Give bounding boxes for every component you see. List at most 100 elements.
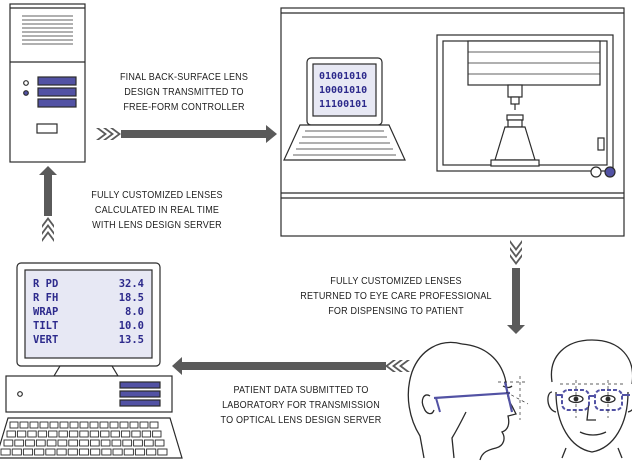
caption-calculate: FULLY CUSTOMIZED LENSES CALCULATED IN RE… [75,188,238,233]
keyboard-key [119,421,129,429]
keyboard-key [3,439,14,447]
keyboard-key [57,439,68,447]
keyboard-key [110,430,120,438]
keyboard-key [99,421,109,429]
caption-submitted-line-3: TO OPTICAL LENS DESIGN SERVER [220,414,382,426]
keyboard-key [90,448,101,456]
keyboard-key [0,448,11,456]
keyboard-key [100,439,111,447]
keyboard-key [68,439,79,447]
keyboard-key [11,448,22,456]
keyboard-key [139,421,149,429]
keyboard-key [37,430,48,438]
keyboard-key [120,430,131,438]
keyboard-key [111,439,122,447]
caption-transmit-line-3: FREE-FORM CONTROLLER [123,101,245,113]
keyboard-key [89,430,100,438]
keyboard-key [49,421,59,429]
keyboard-key [34,448,45,456]
keyboard-key [101,448,112,456]
keyboard-key [154,439,165,447]
keyboard-key [152,430,162,438]
keyboard-key [67,448,78,456]
keyboard-key [68,430,79,438]
keyboard-key [100,430,110,438]
binary-line-1: 01001010 [319,71,367,82]
keyboard-key [58,430,68,438]
measurement-value: 32.4 [119,278,144,290]
desktop-computer-icon [0,262,183,459]
keyboard-key [48,430,58,438]
keyboard-key [141,430,152,438]
keyboard-key [79,439,89,447]
keyboard-key [9,421,19,429]
keyboard-key [45,448,56,456]
keyboard-key [69,421,79,429]
keyboard-key [149,421,159,429]
keyboard-key [143,439,154,447]
keyboard-key [79,421,89,429]
patient-front-icon [547,339,632,459]
keyboard-key [78,448,90,456]
caption-submitted-line-1: PATIENT DATA SUBMITTED TO [233,384,369,396]
keyboard-key [123,448,134,456]
caption-calculate-line-3: WITH LENS DESIGN SERVER [92,219,222,231]
keyboard-key [109,421,119,429]
caption-submitted-line-2: LABORATORY FOR TRANSMISSION [222,399,380,411]
server-tower-icon [9,3,86,163]
measurement-value: 13.5 [119,334,144,346]
caption-calculate-line-1: FULLY CUSTOMIZED LENSES [91,189,223,201]
keyboard-key [133,439,143,447]
caption-transmit-line-1: FINAL BACK-SURFACE LENS [119,71,249,83]
keyboard-key [89,439,100,447]
binary-line-2: 10001010 [319,85,367,96]
keyboard-key [56,448,67,456]
keyboard-key [122,439,133,447]
keyboard-key [19,421,29,429]
keyboard-key [129,421,139,429]
keyboard-key [112,448,123,456]
arrow-to-laboratory [172,357,410,375]
measurement-value: 18.5 [119,292,144,304]
arrow-to-patient [507,240,525,334]
measurement-value: 8.0 [125,306,144,318]
keyboard-key [22,448,34,456]
caption-transmit-design: FINAL BACK-SURFACE LENS DESIGN TRANSMITT… [105,70,263,115]
binary-line-3: 11100101 [319,99,367,110]
caption-submitted: PATIENT DATA SUBMITTED TO LABORATORY FOR… [211,383,392,428]
keyboard-key [131,430,141,438]
laptop-icon [283,57,406,161]
keyboard-key [25,439,35,447]
keyboard-key [46,439,57,447]
arrow-to-server [39,166,57,242]
keyboard-key [89,421,99,429]
binary-readout: 01001010 10001010 11100101 [319,71,367,110]
keyboard-key [16,430,27,438]
keyboard-key [146,448,157,456]
keyboard-key [14,439,25,447]
measurement-label: WRAP [33,306,58,318]
measurement-label: R PD [33,278,58,290]
caption-transmit-line-2: DESIGN TRANSMITTED TO [124,86,244,98]
arrow-to-controller [96,125,277,143]
keyboard-keys [0,421,168,456]
caption-returned-line-3: FOR DISPENSING TO PATIENT [328,305,464,317]
keyboard-key [27,430,37,438]
keyboard-key [79,430,89,438]
measurement-label: R FH [33,292,58,304]
caption-returned: FULLY CUSTOMIZED LENSES RETURNED TO EYE … [300,274,493,319]
keyboard-key [35,439,46,447]
measurement-label: VERT [33,334,58,346]
keyboard-key [157,448,168,456]
caption-calculate-line-2: CALCULATED IN REAL TIME [94,204,220,216]
keyboard-key [39,421,49,429]
keyboard-key [59,421,69,429]
keyboard-key [6,430,16,438]
caption-returned-line-1: FULLY CUSTOMIZED LENSES [330,275,462,287]
patient-profile-icon [407,341,529,461]
keyboard-key [29,421,39,429]
caption-returned-line-2: RETURNED TO EYE CARE PROFESSIONAL [300,290,492,302]
